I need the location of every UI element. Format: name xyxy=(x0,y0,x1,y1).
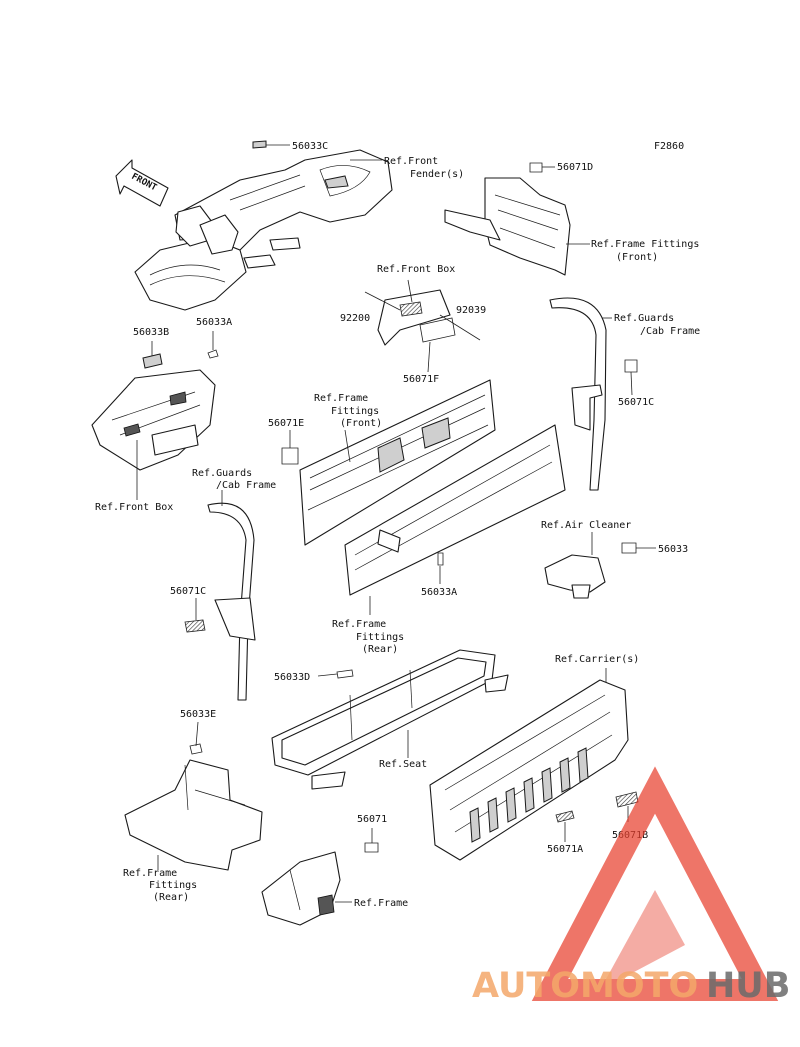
guard-cab-frame-right xyxy=(549,297,638,491)
svg-text:56033E: 56033E xyxy=(180,709,216,720)
label-56033C: 56033C xyxy=(292,141,328,152)
frame-fittings-rear-panel xyxy=(344,424,566,596)
watermark-triangle-icon xyxy=(531,766,779,1001)
svg-text:56071A: 56071A xyxy=(547,844,583,855)
svg-text:Fittings: Fittings xyxy=(331,406,379,417)
svg-text:Fittings: Fittings xyxy=(149,880,197,891)
svg-text:56071C: 56071C xyxy=(618,397,654,408)
svg-text:(Front): (Front) xyxy=(616,252,658,263)
svg-text:Ref.Frame: Ref.Frame xyxy=(332,619,386,630)
svg-text:56033D: 56033D xyxy=(274,672,310,683)
frame-fittings-front-panel xyxy=(299,379,496,546)
svg-text:Ref.Frame: Ref.Frame xyxy=(123,868,177,879)
svg-text:(Front): (Front) xyxy=(340,418,382,429)
svg-text:Ref.Guards: Ref.Guards xyxy=(192,468,252,479)
seat-frame xyxy=(271,649,509,790)
frame-fittings-rear-low xyxy=(124,743,263,871)
guard-cab-frame-left xyxy=(184,502,256,701)
svg-text:Ref.Front Box: Ref.Front Box xyxy=(95,502,173,513)
svg-text:56033A: 56033A xyxy=(421,587,457,598)
front-box-dash xyxy=(91,349,219,471)
svg-text:/Cab Frame: /Cab Frame xyxy=(640,326,700,337)
svg-text:(Rear): (Rear) xyxy=(153,892,189,903)
svg-text:56071E: 56071E xyxy=(268,418,304,429)
svg-text:Ref.Frame Fittings: Ref.Frame Fittings xyxy=(591,239,699,250)
svg-text:Ref.Frame: Ref.Frame xyxy=(314,393,368,404)
svg-text:56071D: 56071D xyxy=(557,162,593,173)
svg-text:Ref.Seat: Ref.Seat xyxy=(379,759,427,770)
front-box-lid xyxy=(377,289,456,346)
svg-text:56033: 56033 xyxy=(658,544,688,555)
svg-text:Ref.Frame: Ref.Frame xyxy=(354,898,408,909)
watermark-text-b: HUB xyxy=(706,966,790,1006)
svg-text:92039: 92039 xyxy=(456,305,486,316)
svg-text:Ref.Carrier(s): Ref.Carrier(s) xyxy=(555,654,639,665)
rear-panel-ribs xyxy=(469,747,589,843)
svg-text:Fender(s): Fender(s) xyxy=(410,169,464,180)
air-cleaner xyxy=(544,542,637,599)
svg-text:56071C: 56071C xyxy=(170,586,206,597)
svg-text:Ref.Air Cleaner: Ref.Air Cleaner xyxy=(541,520,631,531)
svg-text:56071F: 56071F xyxy=(403,374,439,385)
svg-text:56033A: 56033A xyxy=(196,317,232,328)
svg-text:Ref.Front: Ref.Front xyxy=(384,156,438,167)
svg-text:92200: 92200 xyxy=(340,313,370,324)
svg-text:Ref.Front Box: Ref.Front Box xyxy=(377,264,455,275)
decal-56071E xyxy=(281,447,299,465)
svg-text:56071: 56071 xyxy=(357,814,387,825)
svg-text:56033B: 56033B xyxy=(133,327,169,338)
frame-fittings-front-top xyxy=(444,162,571,276)
svg-text:(Rear): (Rear) xyxy=(362,644,398,655)
carrier-rear-panel xyxy=(429,679,639,861)
diagram-code: F2860 xyxy=(654,141,684,152)
watermark-text-a: AUTOMOTO xyxy=(472,966,698,1006)
frame-bracket xyxy=(261,842,379,926)
svg-text:/Cab Frame: /Cab Frame xyxy=(216,480,276,491)
svg-text:Fittings: Fittings xyxy=(356,632,404,643)
front-fender-assembly xyxy=(134,140,393,311)
svg-text:Ref.Guards: Ref.Guards xyxy=(614,313,674,324)
decal-56033C xyxy=(252,140,267,149)
